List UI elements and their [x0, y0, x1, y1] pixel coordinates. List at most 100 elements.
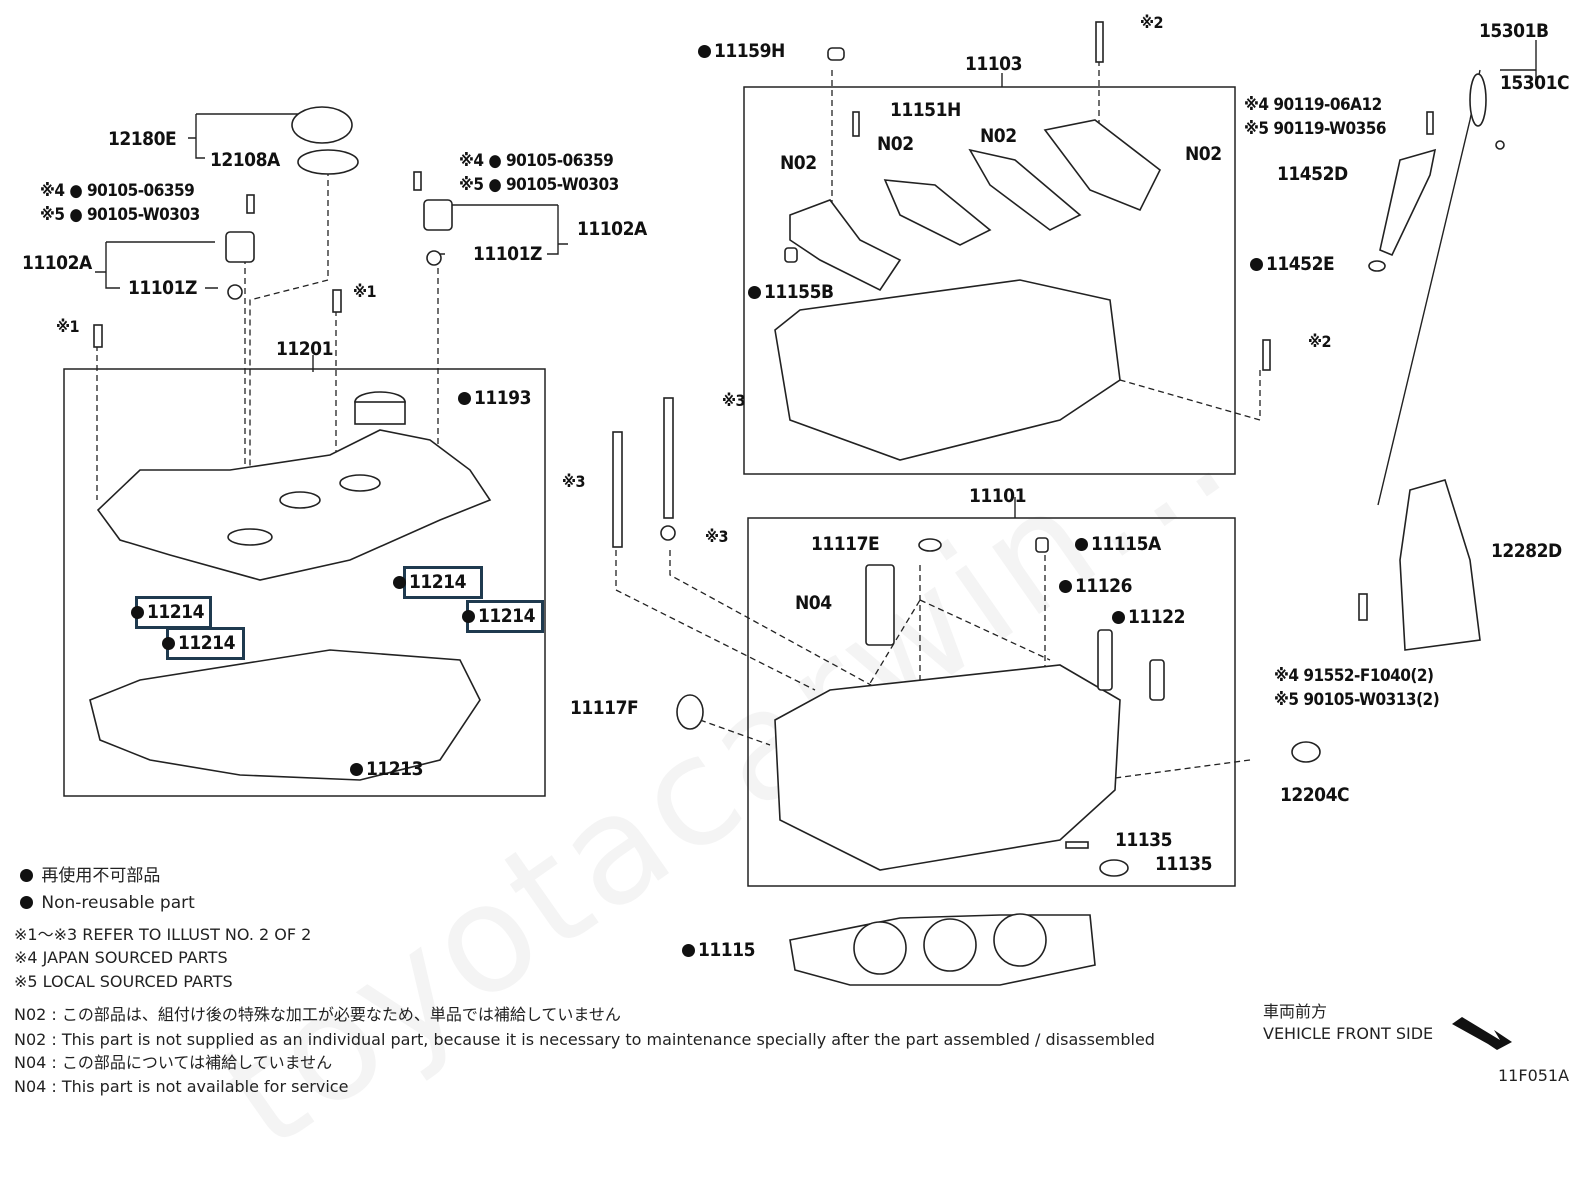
plug-11159H — [827, 47, 845, 61]
part-note-code[interactable]: N02 — [780, 152, 817, 174]
bolt-11151H — [852, 111, 860, 137]
part-label[interactable]: ※4 ● 90105-06359 — [40, 181, 195, 201]
part-label[interactable]: 11155B — [748, 281, 834, 303]
hanger-bolt — [1358, 593, 1368, 621]
part-label[interactable]: 11452E — [1250, 253, 1335, 275]
legend-nonreusable-en: Non-reusable part — [20, 893, 195, 913]
reference-mark: ※2 — [1140, 13, 1164, 32]
housing-bolt — [1095, 21, 1104, 63]
reference-mark: ※1 — [353, 282, 377, 301]
grommet-body — [354, 401, 406, 425]
part-label[interactable]: ※4 91552-F1040(2) — [1274, 666, 1434, 686]
part-label[interactable]: 11101Z — [473, 243, 542, 265]
parts-diagram — [63, 21, 1537, 1050]
front-arrow — [1452, 1017, 1512, 1050]
legend-japan-sourced: ※4 JAPAN SOURCED PARTS — [14, 948, 228, 967]
part-label[interactable]: 11213 — [350, 758, 423, 780]
part-label[interactable]: ※5 ● 90105-W0303 — [459, 175, 619, 195]
oil-level-gauge — [1377, 69, 1481, 506]
part-label[interactable]: 11214 — [393, 571, 466, 593]
part-label[interactable]: 11102A — [577, 218, 647, 240]
cam-position-sensor — [225, 231, 255, 263]
part-label[interactable]: 11151H — [890, 99, 961, 121]
plug-12204C — [1291, 741, 1321, 763]
sensor-bolt-2 — [413, 171, 422, 191]
part-label[interactable]: 11214 — [462, 605, 535, 627]
oil-level-gauge-guide — [1379, 148, 1437, 257]
part-label[interactable]: 12180E — [108, 128, 177, 150]
part-label[interactable]: 11193 — [458, 387, 531, 409]
part-label[interactable]: 11101 — [969, 485, 1026, 507]
part-label[interactable]: 11452D — [1277, 163, 1348, 185]
cam-position-sensor-2 — [423, 199, 453, 231]
part-label[interactable]: ※4 ● 90105-06359 — [459, 151, 614, 171]
housing-bolt-2 — [1262, 339, 1271, 371]
camshaft-housing — [774, 279, 1121, 461]
pin-11135 — [1065, 841, 1089, 849]
head-bolt-long — [612, 431, 623, 548]
legend-local-sourced: ※5 LOCAL SOURCED PARTS — [14, 972, 233, 991]
cap-gasket — [297, 149, 359, 175]
head-bolt — [663, 397, 674, 519]
non-reusable-dot — [462, 610, 475, 623]
note-n02-en: N02 : This part is not supplied as an in… — [14, 1030, 1155, 1049]
reference-mark: ※1 — [56, 317, 80, 336]
bolt-2 — [332, 289, 342, 313]
camshaft-bearing-cap-1 — [789, 199, 902, 292]
non-reusable-dot — [1059, 580, 1072, 593]
part-label[interactable]: ※4 90119-06A12 — [1244, 95, 1382, 115]
part-note-code[interactable]: N02 — [877, 133, 914, 155]
part-label[interactable]: 12108A — [210, 149, 280, 171]
part-label[interactable]: 11101Z — [128, 277, 197, 299]
front-label-jp: 車両前方 — [1263, 1002, 1328, 1021]
part-label[interactable]: 15301B — [1479, 20, 1549, 42]
part-label[interactable]: 11117E — [811, 533, 880, 555]
guide-11122 — [1149, 659, 1165, 701]
part-label[interactable]: 11135 — [1155, 853, 1212, 875]
non-reusable-dot — [162, 637, 175, 650]
part-N04 — [865, 564, 895, 646]
part-label[interactable]: 11214 — [131, 601, 204, 623]
note-n04-jp: N04 : この部品については補給していません — [14, 1053, 333, 1072]
part-note-code[interactable]: N02 — [1185, 143, 1222, 165]
non-reusable-dot — [698, 45, 711, 58]
part-label[interactable]: 11135 — [1115, 829, 1172, 851]
reference-mark: ※3 — [705, 527, 729, 546]
part-label[interactable]: 11201 — [276, 338, 333, 360]
part-label[interactable]: ※5 ● 90105-W0303 — [40, 205, 200, 225]
part-label[interactable]: 15301C — [1500, 72, 1570, 94]
part-label[interactable]: 11115 — [682, 939, 755, 961]
guide-11126 — [1097, 629, 1113, 691]
camshaft-housing-group-box — [743, 86, 1236, 475]
dowel-11155B — [784, 247, 798, 263]
sensor-bolt — [246, 194, 255, 214]
part-label[interactable]: 11159H — [698, 40, 785, 62]
camshaft-bearing-cap-4 — [1043, 119, 1162, 212]
part-label[interactable]: 11117F — [570, 697, 639, 719]
note-n02-jp: N02 : この部品は、組付け後の特殊な加工が必要なため、単品では補給していませ… — [14, 1005, 621, 1024]
non-reusable-dot — [1075, 538, 1088, 551]
camshaft-bearing-cap-2 — [883, 179, 992, 246]
part-label[interactable]: 11103 — [965, 53, 1022, 75]
part-label[interactable]: ※5 90119-W0356 — [1244, 119, 1387, 139]
plug-11117E — [918, 538, 942, 552]
part-label[interactable]: 11126 — [1059, 575, 1132, 597]
camshaft-bearing-cap-3 — [968, 148, 1082, 231]
gauge-handle — [1469, 73, 1487, 127]
head-cover-gasket — [89, 649, 481, 781]
part-label[interactable]: 11115A — [1075, 533, 1161, 555]
part-label[interactable]: 11122 — [1112, 606, 1185, 628]
washer — [660, 525, 676, 541]
part-note-code[interactable]: N04 — [795, 592, 832, 614]
non-reusable-dot — [1112, 611, 1125, 624]
plug-11117F — [676, 694, 704, 730]
note-n04-en: N04 : This part is not available for ser… — [14, 1077, 349, 1096]
part-label[interactable]: ※5 90105-W0313(2) — [1274, 690, 1440, 710]
part-label[interactable]: 11214 — [162, 632, 235, 654]
non-reusable-dot — [350, 763, 363, 776]
illustration-id: 11F051A — [1498, 1066, 1570, 1085]
part-note-code[interactable]: N02 — [980, 125, 1017, 147]
part-label[interactable]: 11102A — [22, 252, 92, 274]
part-label[interactable]: 12204C — [1280, 784, 1350, 806]
part-label[interactable]: 12282D — [1491, 540, 1562, 562]
